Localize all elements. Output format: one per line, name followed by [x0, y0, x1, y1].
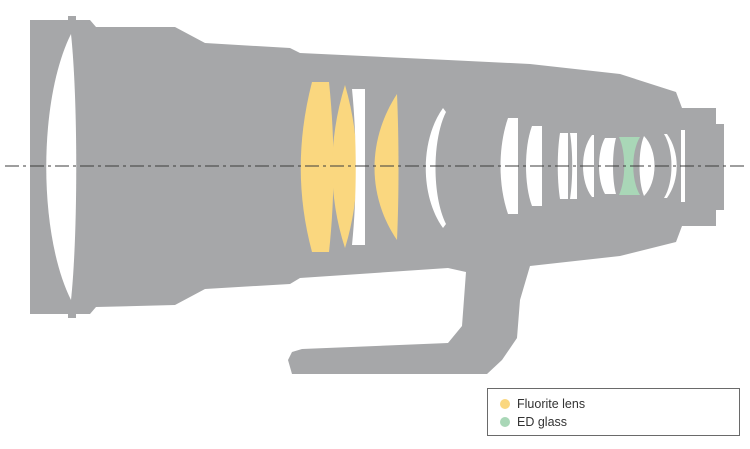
meniscus-lens-element — [425, 108, 446, 228]
lens-barrel — [30, 16, 724, 374]
fluorite-lens-element-1 — [300, 82, 334, 252]
fluorite-lens-element-3 — [374, 94, 399, 240]
legend: Fluorite lens ED glass — [487, 388, 740, 436]
legend-label-fluorite: Fluorite lens — [517, 397, 586, 411]
legend-label-ed-glass: ED glass — [517, 415, 568, 429]
front-lens-element — [46, 34, 77, 300]
fluorite-lens-element-2 — [332, 85, 357, 248]
ed-glass-swatch-icon — [500, 417, 510, 427]
lens-element-3 — [352, 89, 365, 245]
legend-item-ed-glass: ED glass — [500, 413, 739, 431]
lens-element-12 — [639, 136, 655, 196]
ed-glass-lens-element — [619, 137, 640, 195]
legend-item-fluorite: Fluorite lens — [500, 395, 739, 413]
fluorite-swatch-icon — [500, 399, 510, 409]
lens-element-13 — [664, 134, 677, 198]
